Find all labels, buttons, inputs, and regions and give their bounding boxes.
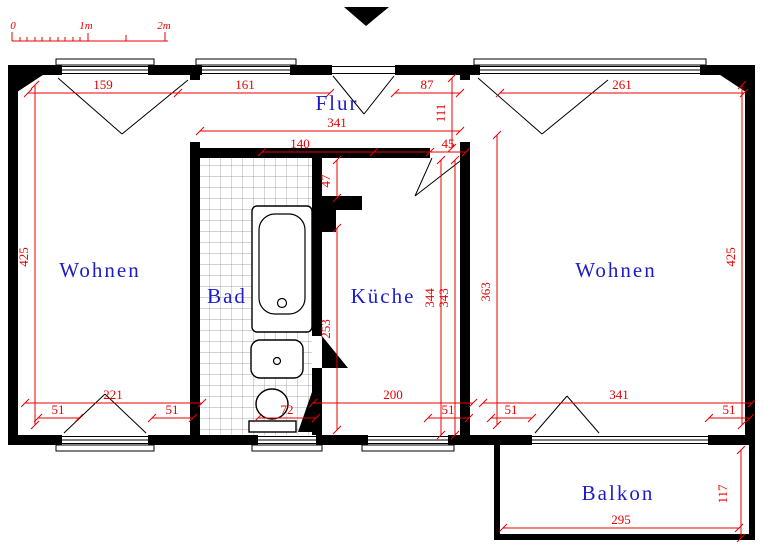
- dim-295: 295: [611, 512, 631, 527]
- entrance-door-swing: [332, 75, 395, 115]
- dim-425-left: 425: [16, 247, 31, 267]
- walls: [8, 65, 755, 445]
- bathtub-basin: [258, 213, 306, 315]
- bottom-wall-seg: [708, 435, 755, 445]
- wall-left-of-bath-stub: [190, 75, 200, 80]
- bath-kitchen-wall-lower: [312, 368, 322, 435]
- bottom-window-left: [62, 436, 148, 444]
- top-window-right: [480, 66, 700, 74]
- dim-344: 344: [422, 288, 437, 308]
- door-swings: [57, 75, 609, 434]
- dim-140: 140: [290, 136, 310, 151]
- scale-label-2m: 2m: [157, 20, 171, 32]
- dim-87: 87: [421, 77, 435, 92]
- wall-right-living-stub: [460, 75, 470, 80]
- wall-left-of-bath: [190, 142, 200, 435]
- dim-161: 161: [235, 77, 255, 92]
- bathtub: [251, 205, 313, 333]
- bathtub-outline: [251, 205, 313, 333]
- dim-341-bottom: 341: [609, 387, 629, 402]
- room-label-living-left: Wohnen: [59, 258, 140, 282]
- kitchen-duct-block: [322, 196, 362, 232]
- top-window-hall-sill: [195, 58, 297, 66]
- room-label-kitchen: Küche: [351, 284, 416, 308]
- bottom-window-kitchen: [368, 436, 448, 444]
- dim-221: 221: [103, 387, 123, 402]
- balcony-walls: [494, 445, 755, 540]
- dim-51-c: 51: [442, 402, 455, 417]
- sink: [250, 339, 304, 379]
- bath-door-leaf: [322, 336, 348, 368]
- room-label-bath: Bad: [207, 284, 247, 308]
- room-label-living-right: Wohnen: [575, 258, 656, 282]
- top-window-hall: [202, 66, 290, 74]
- bath-kitchen-wall-upper: [312, 158, 322, 336]
- balcony-door-swing: [534, 395, 600, 434]
- scale-label-1m: 1m: [79, 20, 93, 32]
- scale-bar: 0 1m 2m: [10, 20, 171, 42]
- dim-261: 261: [612, 77, 632, 92]
- bottom-wall-seg: [448, 435, 532, 445]
- top-window-left: [62, 66, 148, 74]
- bottom-window-bath: [258, 436, 316, 444]
- dimension-lines: [20, 73, 756, 543]
- dim-47: 47: [318, 174, 333, 188]
- bath-corner-block: [298, 392, 312, 432]
- room-labels: Wohnen Flur Bad Küche Wohnen Balkon: [59, 91, 656, 505]
- top-wall-seg: [290, 65, 332, 75]
- room-label-hall: Flur: [315, 91, 358, 115]
- dim-425-right: 425: [723, 247, 738, 267]
- bottom-window-bath-sill: [251, 444, 323, 452]
- scale-label-zero: 0: [10, 20, 16, 32]
- dim-341-hall: 341: [327, 115, 347, 130]
- balcony: [494, 445, 755, 540]
- top-window-right-sill: [473, 58, 707, 66]
- dimension-ticks: [20, 73, 756, 543]
- top-wall-seg: [148, 65, 202, 75]
- left-living-door-swing: [57, 77, 189, 135]
- dim-51-b: 51: [166, 402, 179, 417]
- top-wall-seg: [395, 65, 480, 75]
- wall-right-living: [460, 142, 470, 435]
- scale-bar-ruler: [11, 32, 168, 42]
- top-window-left-sill: [55, 58, 155, 66]
- left-window-swing: [63, 393, 147, 434]
- dim-200: 200: [383, 387, 403, 402]
- bottom-window-left-sill: [55, 444, 155, 452]
- bottom-wall-seg: [148, 435, 258, 445]
- dim-159: 159: [93, 77, 113, 92]
- entrance-door-threshold: [332, 66, 395, 74]
- bottom-window-kitchen-sill: [361, 444, 455, 452]
- dim-343: 343: [436, 288, 451, 308]
- dim-51-d: 51: [505, 402, 518, 417]
- sink-drain-icon: [272, 356, 282, 366]
- dim-253: 253: [318, 319, 333, 339]
- dim-111: 111: [433, 104, 448, 123]
- toilet-cistern: [248, 420, 297, 433]
- bathtub-drain-icon: [276, 297, 288, 309]
- dim-45: 45: [442, 136, 455, 151]
- right-outer-wall: [745, 65, 755, 445]
- bottom-wall-seg: [8, 435, 62, 445]
- right-living-door-swing: [477, 77, 609, 135]
- dim-51-e: 51: [723, 402, 736, 417]
- hall-south-wall: [190, 148, 430, 158]
- dimension-line-set: [25, 78, 752, 538]
- dim-51-a: 51: [52, 402, 65, 417]
- dim-363: 363: [478, 282, 493, 302]
- left-outer-wall: [8, 65, 18, 445]
- toilet-bowl: [255, 388, 289, 420]
- dim-72: 72: [281, 402, 294, 417]
- toilet: [248, 388, 297, 433]
- dimension-labels: 159 161 87 261 341 140 45 221 200 341 51…: [16, 77, 738, 527]
- dim-117: 117: [715, 484, 730, 504]
- entrance-arrow-icon: [344, 7, 389, 26]
- room-label-balcony: Balkon: [582, 481, 655, 505]
- windows: [55, 58, 708, 452]
- balcony-door-window: [532, 436, 708, 444]
- bottom-wall-seg: [316, 435, 368, 445]
- kitchen-door-swing: [414, 157, 465, 197]
- top-left-corner-chamfer: [8, 65, 58, 98]
